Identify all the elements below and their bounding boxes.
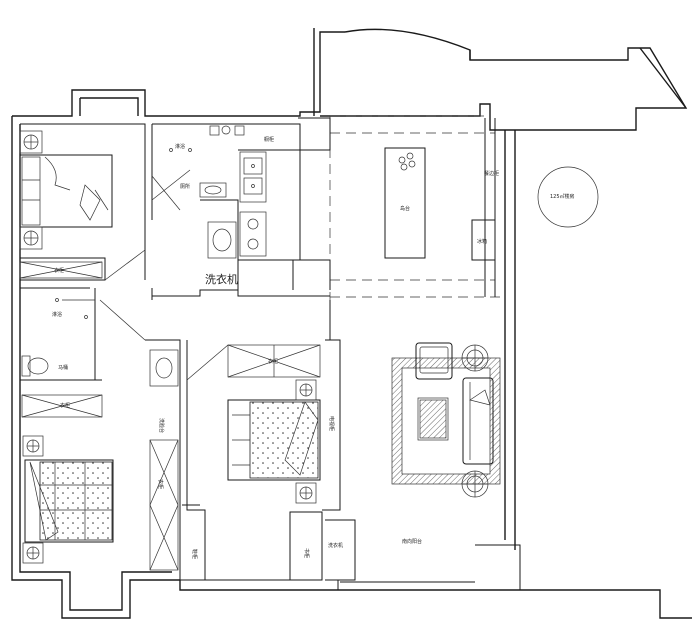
bedroom-top-left: 衣柜	[19, 130, 113, 279]
lamp-icon	[461, 344, 489, 372]
lamp-icon	[461, 470, 489, 498]
label-wardrobe-mid: 衣柜	[268, 358, 278, 365]
label-shower-mid: 淋浴	[52, 311, 62, 318]
outer-walls	[11, 28, 692, 619]
bathroom-mid: 淋浴 马桶 衣柜	[21, 298, 103, 418]
burner-icon	[247, 238, 259, 250]
label-wash-counter: 洗脸台	[158, 418, 165, 433]
label-shoe-cabinet: 鞋柜	[191, 549, 198, 559]
sink-double	[239, 151, 267, 203]
corridor: 洗脸台 衣柜 鞋柜	[149, 349, 198, 571]
label-stove: 冰箱	[477, 238, 487, 245]
wardrobe-top: 衣柜	[19, 261, 103, 279]
label-washer-small: 洗衣机	[328, 542, 343, 549]
bed-master	[227, 399, 321, 481]
master-bedroom: 衣柜 电视柜 书柜 洗衣机	[227, 344, 343, 558]
sofa-icon	[462, 377, 494, 465]
label-shower-top: 淋浴	[175, 143, 185, 150]
label-washer-big: 洗衣机	[205, 272, 238, 286]
nightstand-lamp-icon	[19, 130, 43, 154]
stove	[239, 211, 267, 257]
coffee-table	[417, 397, 449, 441]
fixture-icon	[209, 125, 220, 136]
label-bookcase: 书柜	[303, 548, 310, 558]
label-area-note: 125㎡楼房	[550, 193, 575, 200]
fixture-icon	[234, 125, 245, 136]
bedroom-bottom-left	[22, 435, 114, 564]
label-fridge: 餐边柜	[484, 170, 499, 177]
interior-walls	[20, 117, 496, 581]
nightstand-lamp-icon	[22, 542, 44, 564]
closet-block	[149, 439, 179, 571]
label-tv-cabinet: 电视柜	[328, 416, 335, 431]
nightstand-lamp-icon	[22, 435, 44, 457]
bathroom-top: 淋浴 厕所 橱柜	[169, 125, 274, 198]
bed-pillows	[21, 156, 41, 226]
bed-top	[19, 154, 113, 228]
toilet-icon	[199, 182, 227, 198]
label-wardrobe-low: 衣柜	[60, 402, 70, 409]
dining-zone: 岛台 餐边柜 冰箱 125㎡楼房	[384, 147, 599, 259]
wash-basin	[207, 221, 237, 259]
toilet-icon	[21, 355, 49, 377]
island-counter	[384, 147, 426, 259]
kitchen: 洗衣机	[205, 151, 267, 286]
nightstand-lamp-icon	[295, 482, 317, 504]
burner-icon	[247, 218, 259, 230]
label-closet: 衣柜	[157, 479, 164, 489]
label-toilet: 马桶	[58, 364, 68, 371]
nightstand-lamp-icon	[295, 379, 317, 401]
label-cabinet: 橱柜	[264, 136, 274, 143]
bed-bottom	[24, 459, 114, 543]
label-toilet-room: 厕所	[180, 183, 190, 190]
label-wardrobe-top: 衣柜	[54, 267, 64, 274]
label-balcony: 南向阳台	[402, 538, 422, 545]
living-room: 南向阳台	[391, 342, 501, 545]
fixture-icon	[221, 125, 231, 135]
open-zone	[329, 115, 505, 300]
area-circle	[537, 166, 599, 228]
nightstand-lamp-icon	[19, 226, 43, 250]
plant-icon	[398, 152, 416, 171]
wash-basin-mid	[149, 349, 179, 387]
label-island: 岛台	[400, 205, 410, 212]
wardrobe-low: 衣柜	[21, 394, 103, 418]
armchair-icon	[415, 342, 453, 380]
